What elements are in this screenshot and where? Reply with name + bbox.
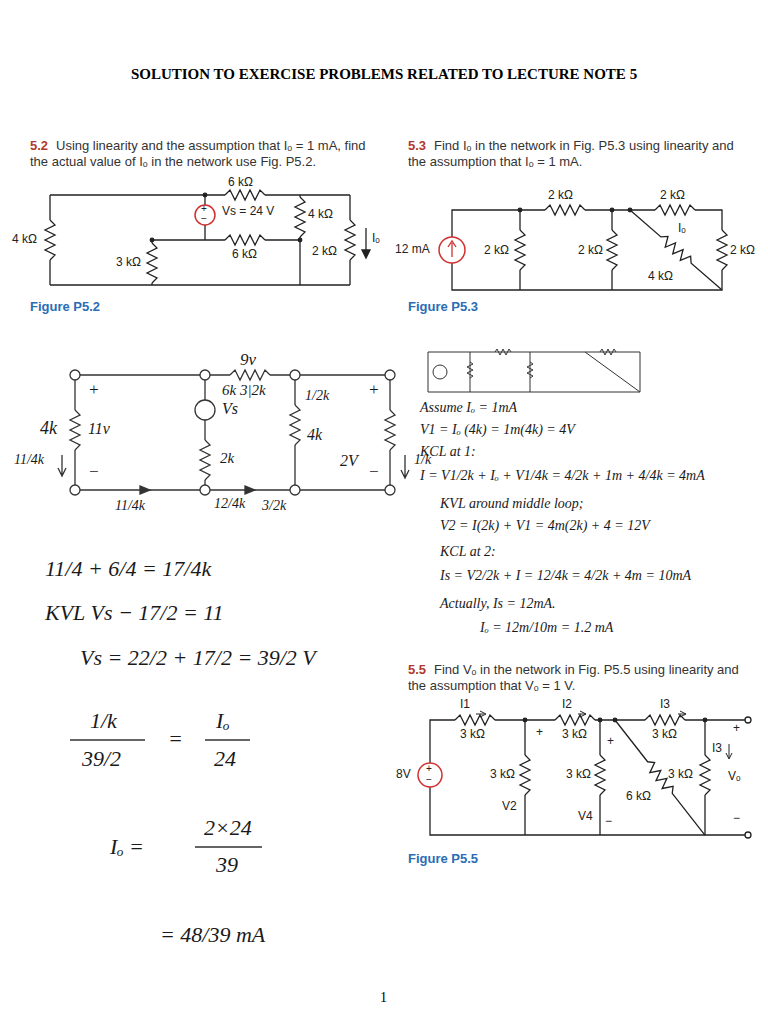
- circuit-p5-5: [418, 711, 751, 838]
- handwritten-note: 11v: [88, 420, 110, 438]
- resistor-label: 6 kΩ: [626, 790, 651, 804]
- handwritten-note: 2k: [220, 450, 234, 467]
- resistor-label: 3 kΩ: [460, 728, 485, 742]
- resistor-label: 4 kΩ: [308, 208, 333, 222]
- handwritten-equation: 39: [216, 852, 238, 877]
- handwritten-equation: KCL at 2:: [440, 544, 496, 560]
- polarity-sign: −: [733, 812, 740, 826]
- handwritten-equation: Actually, Is = 12mA.: [440, 596, 556, 612]
- handwritten-note: 2V: [340, 452, 358, 470]
- current-label: I3: [660, 698, 670, 712]
- polarity-sign: −: [605, 815, 612, 829]
- handwritten-equation: 39/2: [82, 746, 121, 771]
- resistor-label: 2 kΩ: [660, 189, 685, 203]
- handwritten-equation: = 48/39 mA: [160, 922, 265, 947]
- current-label: I3: [712, 742, 722, 756]
- problem-statement: Find Iₒ in the network in Fig. P5.3 usin…: [408, 138, 753, 171]
- handwritten-note: 11/4k: [14, 452, 44, 468]
- resistor-label: 3 kΩ: [116, 256, 141, 270]
- handwritten-equation: 24: [214, 746, 236, 771]
- handwritten-note: −: [88, 462, 99, 482]
- problem-number: 5.3: [408, 138, 426, 154]
- resistor-label: 3 kΩ: [668, 768, 693, 782]
- handwritten-equation: 11/4 + 6/4 = 17/4k: [45, 556, 211, 581]
- resistor-label: 2 kΩ: [548, 189, 573, 203]
- source-label: 12 mA: [395, 243, 430, 257]
- figure-caption: Figure P5.5: [408, 852, 478, 867]
- handwritten-equation: V2 = I(2k) + V1 = 4m(2k) + 4 = 12V: [440, 518, 650, 534]
- resistor-label: 6 kΩ: [232, 248, 257, 262]
- handwritten-note: +: [88, 380, 99, 400]
- resistor-label: 2 kΩ: [484, 244, 509, 258]
- voltage-label: V2: [502, 800, 517, 814]
- resistor-label: 3 kΩ: [652, 728, 677, 742]
- handwritten-equation: Iₒ = 12m/10m = 1.2 mA: [480, 620, 613, 636]
- voltage-label: Vₒ: [728, 770, 741, 784]
- handwritten-note: −: [368, 462, 379, 482]
- handwritten-equation: KVL Vs − 17/2 = 11: [45, 600, 224, 625]
- page-title: SOLUTION TO EXERCISE PROBLEMS RELATED TO…: [0, 66, 768, 83]
- handwritten-note: 4k: [40, 418, 57, 439]
- resistor-label: 4 kΩ: [12, 233, 37, 247]
- handwritten-equation: Is = V2/2k + I = 12/4k = 4/2k + 4m = 10m…: [440, 568, 691, 584]
- polarity-sign: +: [426, 763, 432, 775]
- resistor-label: 2 kΩ: [578, 244, 603, 258]
- handwritten-equation: Iₒ: [216, 708, 230, 733]
- source-label: 8V: [396, 768, 411, 782]
- handwritten-note: 11/4k: [115, 498, 145, 514]
- handwritten-sketch-5-3: [428, 349, 640, 392]
- handwritten-equation: KVL around middle loop;: [440, 496, 584, 512]
- resistor-label: 3 kΩ: [490, 768, 515, 782]
- handwritten-equation: V1 = Iₒ (4k) = 1m(4k) = 4V: [420, 422, 575, 438]
- resistor-label: 3 kΩ: [562, 728, 587, 742]
- current-label: I2: [562, 698, 572, 712]
- handwritten-equation: =: [168, 726, 183, 751]
- figure-caption: Figure P5.2: [30, 300, 100, 315]
- page-number: 1: [380, 990, 387, 1006]
- handwritten-note: +: [368, 380, 379, 400]
- polarity-sign: +: [201, 203, 207, 215]
- problem-number: 5.2: [30, 138, 48, 154]
- handwritten-note: 6k 3|2k: [222, 382, 266, 399]
- current-label: I1: [460, 698, 470, 712]
- problem-number: 5.5: [408, 662, 426, 678]
- handwritten-equation: KCL at 1:: [420, 444, 476, 460]
- figure-caption: Figure P5.3: [408, 300, 478, 315]
- handwritten-equation: I = V1/2k + Iₒ + V1/4k = 4/2k + 1m + 4/4…: [420, 468, 705, 484]
- circuit-p5-2: [45, 190, 370, 285]
- handwritten-note: 9v: [240, 350, 256, 370]
- polarity-sign: −: [426, 774, 432, 786]
- handwritten-note: 4k: [307, 426, 322, 444]
- problem-statement: Using linearity and the assumption that …: [30, 138, 370, 171]
- handwritten-equation: Assume Iₒ = 1mA: [420, 400, 517, 416]
- polarity-sign: −: [201, 213, 207, 225]
- polarity-sign: +: [536, 726, 543, 740]
- handwritten-note: Vs: [222, 400, 238, 418]
- resistor-label: 2 kΩ: [730, 244, 755, 258]
- source-label: Vs = 24 V: [222, 205, 274, 219]
- handwritten-equation: 1/k: [90, 708, 117, 733]
- handwritten-note: 12/4k: [214, 496, 245, 512]
- current-label: Iₒ: [678, 222, 686, 236]
- polarity-sign: +: [607, 735, 614, 749]
- polarity-sign: +: [733, 722, 740, 736]
- resistor-label: 4 kΩ: [648, 270, 673, 284]
- resistor-label: 2 kΩ: [312, 245, 337, 259]
- problem-statement: Find Vₒ in the network in Fig. P5.5 usin…: [408, 662, 753, 695]
- handwritten-note: 1/2k: [305, 388, 329, 404]
- handwritten-note: 3/2k: [262, 498, 286, 514]
- resistor-label: 3 kΩ: [566, 768, 591, 782]
- handwritten-equation: 2×24: [204, 815, 252, 840]
- voltage-label: V4: [578, 810, 593, 824]
- current-label: Iₒ: [372, 232, 380, 246]
- handwritten-equation: Iₒ =: [110, 834, 144, 859]
- handwritten-equation: Vs = 22/2 + 17/2 = 39/2 V: [80, 645, 316, 670]
- resistor-label: 6 kΩ: [228, 176, 253, 190]
- circuit-p5-3: [439, 205, 727, 294]
